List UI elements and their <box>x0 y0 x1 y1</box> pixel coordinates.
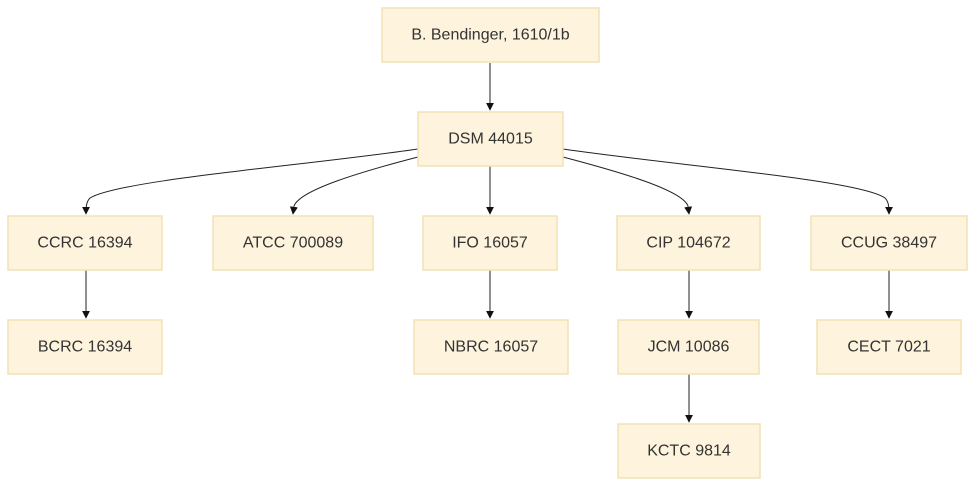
node-kctc-label: KCTC 9814 <box>647 443 731 460</box>
edge-dsm-ccug <box>562 148 893 215</box>
node-dsm: DSM 44015 <box>417 111 564 167</box>
node-ccrc: CCRC 16394 <box>7 215 163 271</box>
node-atcc-label: ATCC 700089 <box>243 235 343 252</box>
edge-dsm-atcc <box>289 156 419 215</box>
node-atcc: ATCC 700089 <box>212 215 374 271</box>
edge-dsm-ccrc <box>82 148 419 215</box>
node-cect: CECT 7021 <box>816 319 962 375</box>
node-dsm-label: DSM 44015 <box>448 131 533 148</box>
node-jcm: JCM 10086 <box>617 319 760 375</box>
node-kctc: KCTC 9814 <box>617 423 761 479</box>
node-root-label: B. Bendinger, 1610/1b <box>411 27 569 44</box>
node-cip: CIP 104672 <box>616 215 761 271</box>
node-ccrc-label: CCRC 16394 <box>37 235 132 252</box>
node-ifo-label: IFO 16057 <box>452 235 528 252</box>
edge-dsm-cip <box>562 156 693 215</box>
node-ifo: IFO 16057 <box>422 215 558 271</box>
node-cect-label: CECT 7021 <box>847 339 930 356</box>
node-nbrc-label: NBRC 16057 <box>444 339 538 356</box>
node-root: B. Bendinger, 1610/1b <box>381 7 600 63</box>
node-ccug-label: CCUG 38497 <box>841 235 937 252</box>
node-ccug: CCUG 38497 <box>810 215 968 271</box>
node-bcrc: BCRC 16394 <box>7 319 163 375</box>
node-bcrc-label: BCRC 16394 <box>38 339 132 356</box>
edges <box>82 63 893 423</box>
node-jcm-label: JCM 10086 <box>648 339 730 356</box>
node-nbrc: NBRC 16057 <box>413 319 569 375</box>
node-cip-label: CIP 104672 <box>646 235 730 252</box>
